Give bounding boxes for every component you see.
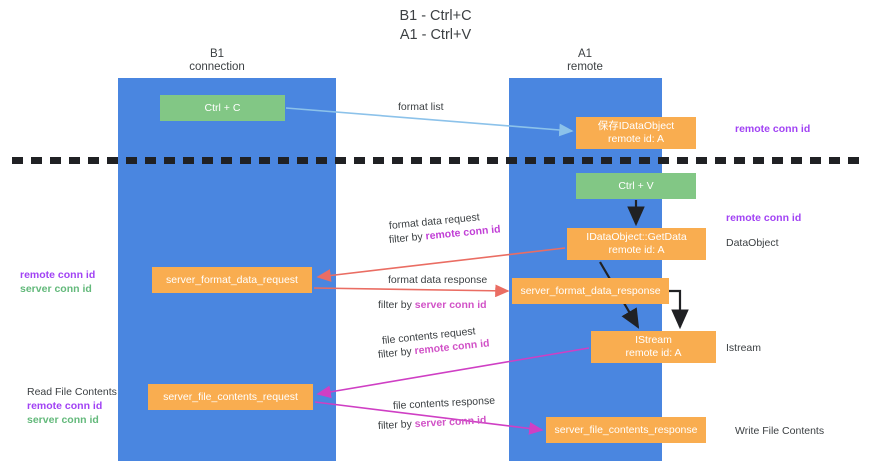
note-left-remote-conn-id: remote conn id bbox=[20, 269, 96, 281]
node-store-idataobject-label: 保存IDataObject bbox=[597, 120, 675, 132]
filter-key-server-conn-id: server conn id bbox=[414, 299, 487, 311]
node-ctrl-c-label: Ctrl + C bbox=[204, 101, 241, 114]
filter-prefix: filter by bbox=[378, 299, 415, 311]
note-right-dataobject: DataObject bbox=[726, 236, 779, 250]
note-text: Istream bbox=[726, 342, 762, 354]
note-text: remote conn id bbox=[735, 123, 811, 135]
phase-divider bbox=[12, 157, 859, 164]
node-ctrl-c[interactable]: Ctrl + C bbox=[160, 95, 285, 121]
note-text: DataObject bbox=[726, 237, 779, 249]
node-istream-label: IStream bbox=[635, 334, 672, 346]
title-line-1: B1 - Ctrl+C bbox=[399, 8, 472, 24]
note-right-remote-conn-id-top: remote conn id bbox=[735, 122, 810, 136]
note-left-remote-conn-id-2: remote conn id bbox=[27, 400, 103, 412]
node-server-format-data-request[interactable]: server_format_data_request bbox=[152, 267, 312, 293]
note-left-conn-id-legend: remote conn id server conn id bbox=[20, 268, 95, 296]
note-left-read-file-contents: Read File Contents bbox=[27, 386, 117, 398]
lane-header-b1: B1 connection bbox=[157, 48, 277, 74]
note-right-istream: Istream bbox=[726, 341, 761, 355]
edge-label-format-data-response-filter: filter by server conn id bbox=[378, 298, 487, 312]
note-text: remote conn id bbox=[726, 212, 802, 224]
arrow-format-data-response bbox=[313, 284, 510, 298]
edge-label-file-contents-response: file contents response bbox=[392, 394, 496, 412]
node-idataobject-getdata-sub: remote id: A bbox=[608, 244, 665, 256]
node-store-idataobject[interactable]: 保存IDataObject remote id: A bbox=[576, 117, 696, 149]
node-server-file-contents-request[interactable]: server_file_contents_request bbox=[148, 384, 313, 410]
edge-label-format-data-response: format data response bbox=[388, 274, 488, 286]
lane-b1-subtitle: connection bbox=[189, 61, 245, 73]
note-left-read-file-contents-group: Read File Contents remote conn id server… bbox=[27, 385, 117, 427]
node-store-idataobject-sub: remote id: A bbox=[607, 133, 665, 145]
lane-b1-name: B1 bbox=[209, 48, 225, 60]
note-left-server-conn-id-2: server conn id bbox=[27, 414, 99, 426]
node-server-file-contents-request-label: server_file_contents_request bbox=[163, 390, 298, 403]
lane-a1-name: A1 bbox=[577, 48, 593, 60]
node-idataobject-getdata-label: IDataObject::GetData bbox=[586, 231, 687, 243]
filter-prefix: filter by bbox=[377, 418, 416, 432]
note-right-remote-conn-id-mid: remote conn id bbox=[726, 211, 801, 225]
node-server-format-data-response-label: server_format_data_response bbox=[520, 284, 661, 297]
note-text: Write File Contents bbox=[735, 425, 825, 437]
filter-key-server-conn-id: server conn id bbox=[414, 414, 487, 431]
node-server-format-data-response[interactable]: server_format_data_response bbox=[512, 278, 669, 304]
edge-label-format-list: format list bbox=[398, 101, 444, 113]
lane-a1-subtitle: remote bbox=[567, 61, 603, 73]
note-left-server-conn-id: server conn id bbox=[20, 283, 92, 295]
node-ctrl-v[interactable]: Ctrl + V bbox=[576, 173, 696, 199]
node-ctrl-v-label: Ctrl + V bbox=[618, 179, 654, 192]
node-idataobject-getdata[interactable]: IDataObject::GetData remote id: A bbox=[567, 228, 706, 260]
arrow-response-to-istream bbox=[668, 289, 689, 330]
edge-label-file-contents-response-filter: filter by server conn id bbox=[378, 413, 487, 433]
node-istream-sub: remote id: A bbox=[625, 347, 682, 359]
node-server-file-contents-response-label: server_file_contents_response bbox=[554, 423, 698, 436]
lane-header-a1: A1 remote bbox=[525, 48, 645, 74]
note-right-write-file-contents: Write File Contents bbox=[735, 424, 824, 438]
title-line-2: A1 - Ctrl+V bbox=[399, 27, 472, 43]
node-server-format-data-request-label: server_format_data_request bbox=[166, 273, 298, 286]
page-title: B1 - Ctrl+C A1 - Ctrl+V bbox=[0, 7, 871, 45]
node-istream[interactable]: IStream remote id: A bbox=[591, 331, 716, 363]
filter-prefix: filter by bbox=[377, 345, 416, 361]
filter-prefix: filter by bbox=[388, 230, 427, 246]
node-server-file-contents-response[interactable]: server_file_contents_response bbox=[546, 417, 706, 443]
